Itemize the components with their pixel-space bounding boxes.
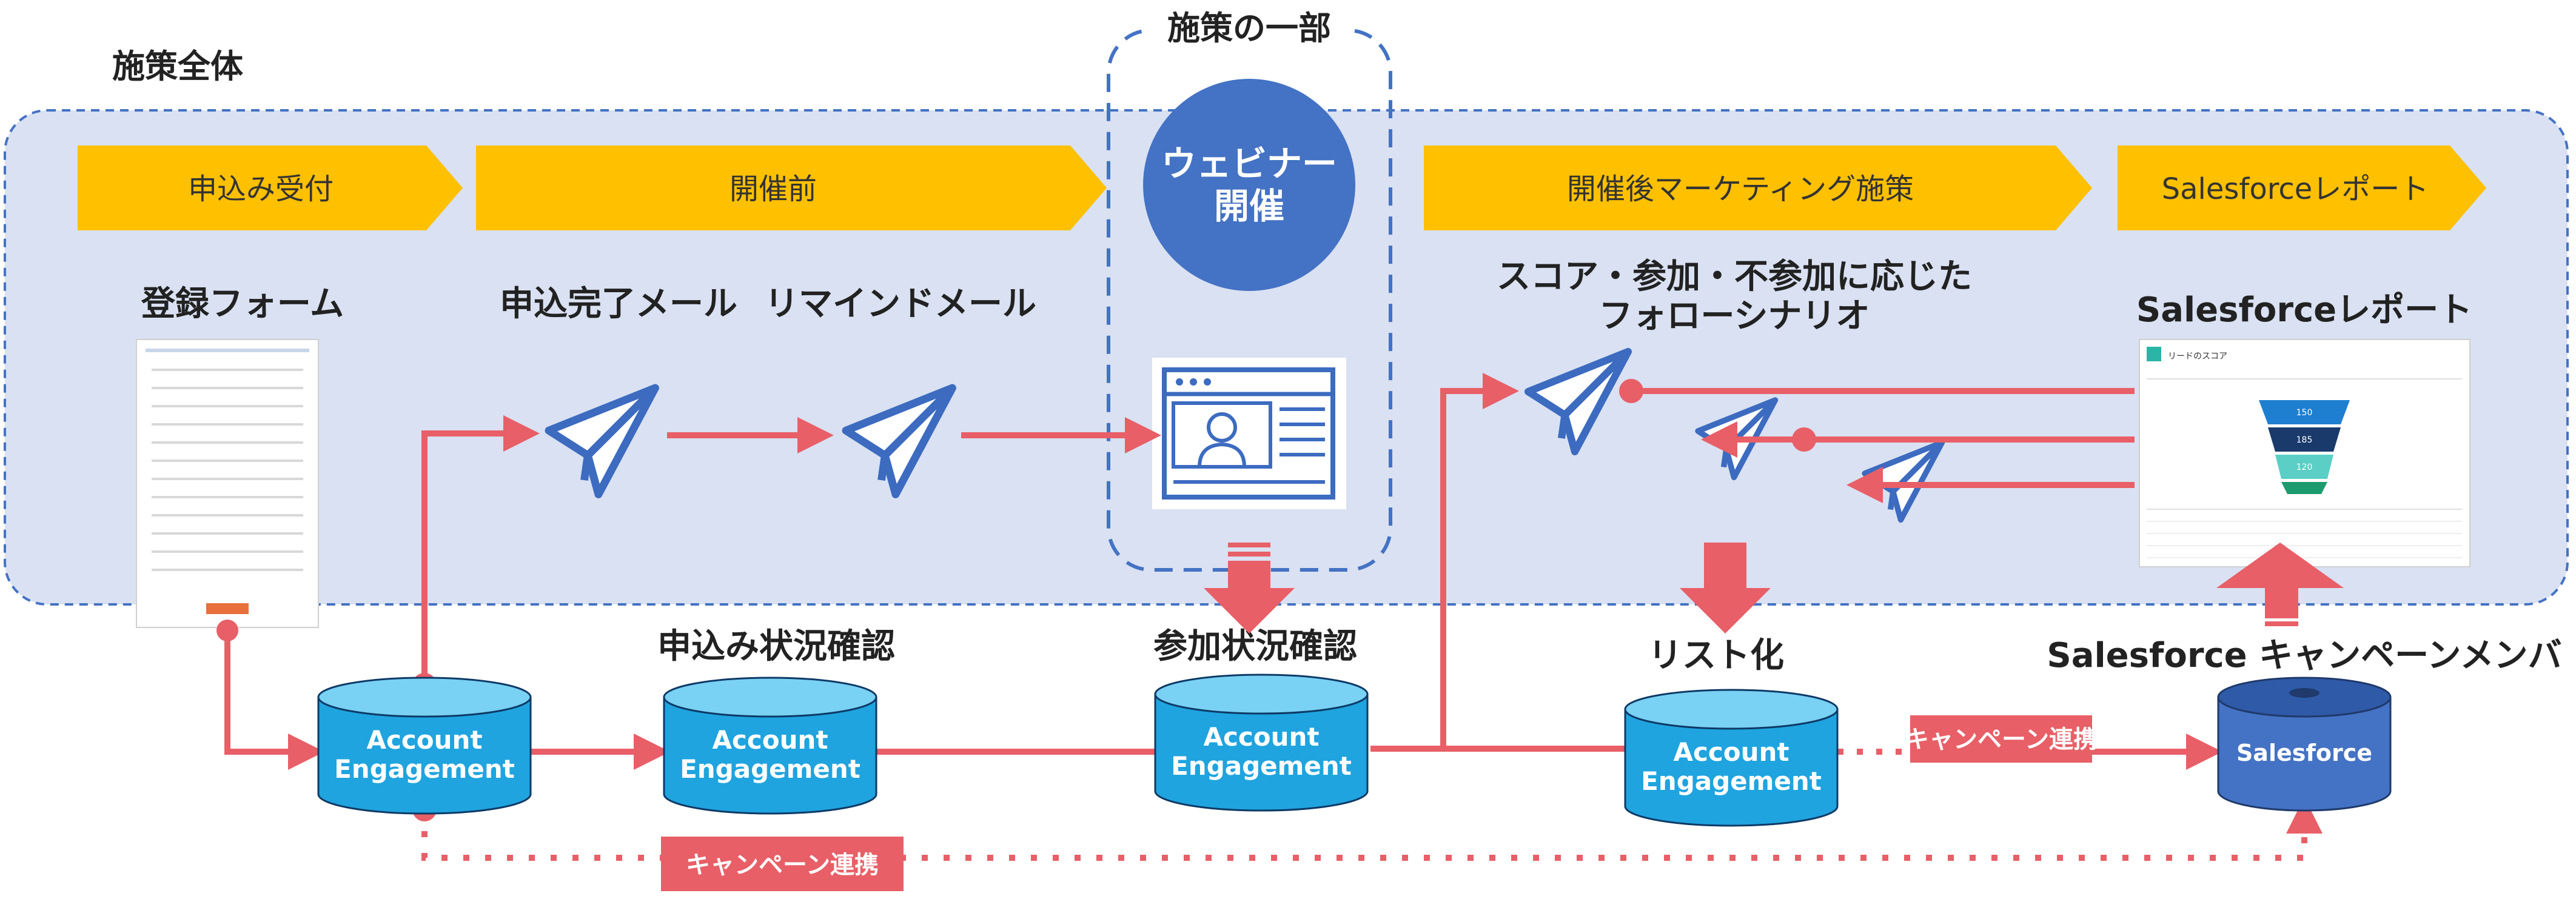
campaign-link-badge-bottom: キャンペーン連携 bbox=[661, 837, 904, 891]
svg-text:Account: Account bbox=[1673, 737, 1789, 767]
salesforce-db: Salesforce bbox=[2217, 677, 2392, 812]
account-engagement-db-2: Account Engagement bbox=[663, 677, 877, 815]
webinar-event-circle: ウェビナー 開催 bbox=[1143, 79, 1355, 291]
svg-text:150: 150 bbox=[2296, 408, 2313, 418]
svg-text:キャンペーン連携: キャンペーン連携 bbox=[686, 851, 879, 879]
heading-campaign-member: Salesforce キャンペーンメンバ bbox=[2047, 636, 2561, 675]
account-engagement-db-1: Account Engagement bbox=[317, 677, 532, 815]
account-engagement-db-4: Account Engagement bbox=[1624, 689, 1839, 827]
svg-text:Account: Account bbox=[366, 725, 482, 755]
svg-text:リードのスコア: リードのスコア bbox=[2168, 352, 2227, 361]
overall-scope-label: 施策全体 bbox=[112, 47, 243, 85]
svg-text:185: 185 bbox=[2296, 435, 2313, 445]
heading-salesforce-report: Salesforceレポート bbox=[2136, 290, 2472, 330]
svg-text:申込み受付: 申込み受付 bbox=[188, 172, 334, 206]
svg-text:Engagement: Engagement bbox=[1641, 766, 1822, 796]
flow-connectors bbox=[224, 373, 2323, 861]
banner-post-event-marketing: 開催後マーケティング施策 bbox=[1424, 145, 2092, 230]
heading-completion-mail: 申込完了メール bbox=[500, 284, 737, 324]
up-arrow-report bbox=[2216, 543, 2344, 626]
banner-salesforce-report: Salesforceレポート bbox=[2118, 145, 2486, 230]
salesforce-report-thumbnail: リードのスコア 150 185 120 bbox=[2139, 339, 2470, 567]
svg-text:Engagement: Engagement bbox=[334, 754, 515, 784]
svg-text:Salesforce: Salesforce bbox=[2236, 740, 2372, 766]
svg-text:ウェビナー: ウェビナー bbox=[1161, 143, 1337, 184]
heading-scenario-line1: スコア・参加・不参加に応じた bbox=[1497, 257, 1972, 296]
heading-attendance-status: 参加状況確認 bbox=[1153, 627, 1357, 666]
banner-application: 申込み受付 bbox=[78, 145, 463, 230]
svg-text:Account: Account bbox=[1203, 722, 1319, 752]
svg-text:Salesforceレポート: Salesforceレポート bbox=[2162, 172, 2429, 206]
partial-scope-label: 施策の一部 bbox=[1167, 9, 1331, 47]
down-arrow-attendance bbox=[1204, 543, 1295, 634]
heading-scenario-line2: フォローシナリオ bbox=[1599, 296, 1870, 336]
account-engagement-db-3: Account Engagement bbox=[1154, 674, 1369, 812]
heading-listing: リスト化 bbox=[1648, 636, 1784, 675]
banner-before-event: 開催前 bbox=[476, 145, 1107, 230]
svg-text:開催後マーケティング施策: 開催後マーケティング施策 bbox=[1567, 172, 1914, 206]
svg-text:Account: Account bbox=[712, 725, 828, 755]
svg-text:Engagement: Engagement bbox=[680, 754, 860, 784]
svg-text:開催: 開催 bbox=[1214, 186, 1284, 227]
webinar-screen-icon bbox=[1152, 358, 1346, 509]
svg-text:Engagement: Engagement bbox=[1171, 751, 1352, 781]
heading-registration-form: 登録フォーム bbox=[141, 284, 344, 324]
down-arrow-listing bbox=[1680, 543, 1771, 634]
svg-text:開催前: 開催前 bbox=[730, 172, 817, 206]
svg-text:キャンペーン連携: キャンペーン連携 bbox=[1905, 726, 2098, 754]
heading-application-status: 申込み状況確認 bbox=[657, 627, 895, 666]
campaign-link-badge-top: キャンペーン連携 bbox=[1905, 715, 2098, 763]
heading-remind-mail: リマインドメール bbox=[765, 284, 1036, 324]
registration-form-thumbnail bbox=[136, 339, 319, 628]
svg-text:120: 120 bbox=[2296, 463, 2313, 472]
